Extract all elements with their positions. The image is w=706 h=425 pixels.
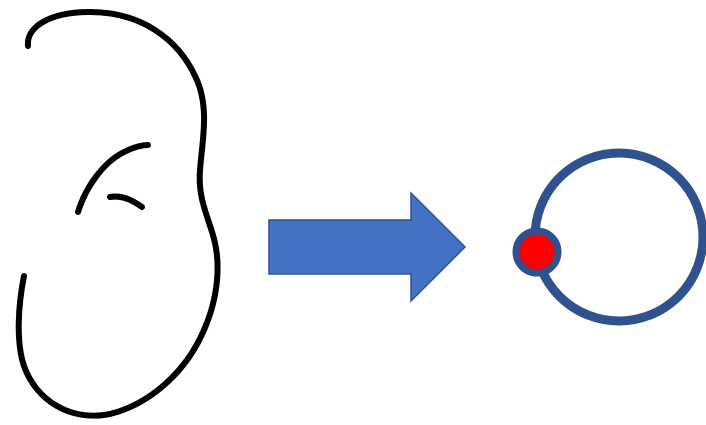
sketch-curve <box>15 9 221 419</box>
ring <box>530 148 706 326</box>
marker-dot <box>512 227 562 277</box>
sketch-outer-upper-stroke <box>15 9 221 419</box>
sketch-inner-short-stroke <box>107 193 145 210</box>
arrow <box>268 191 467 303</box>
sketch-inner-arc-stroke <box>75 142 151 215</box>
